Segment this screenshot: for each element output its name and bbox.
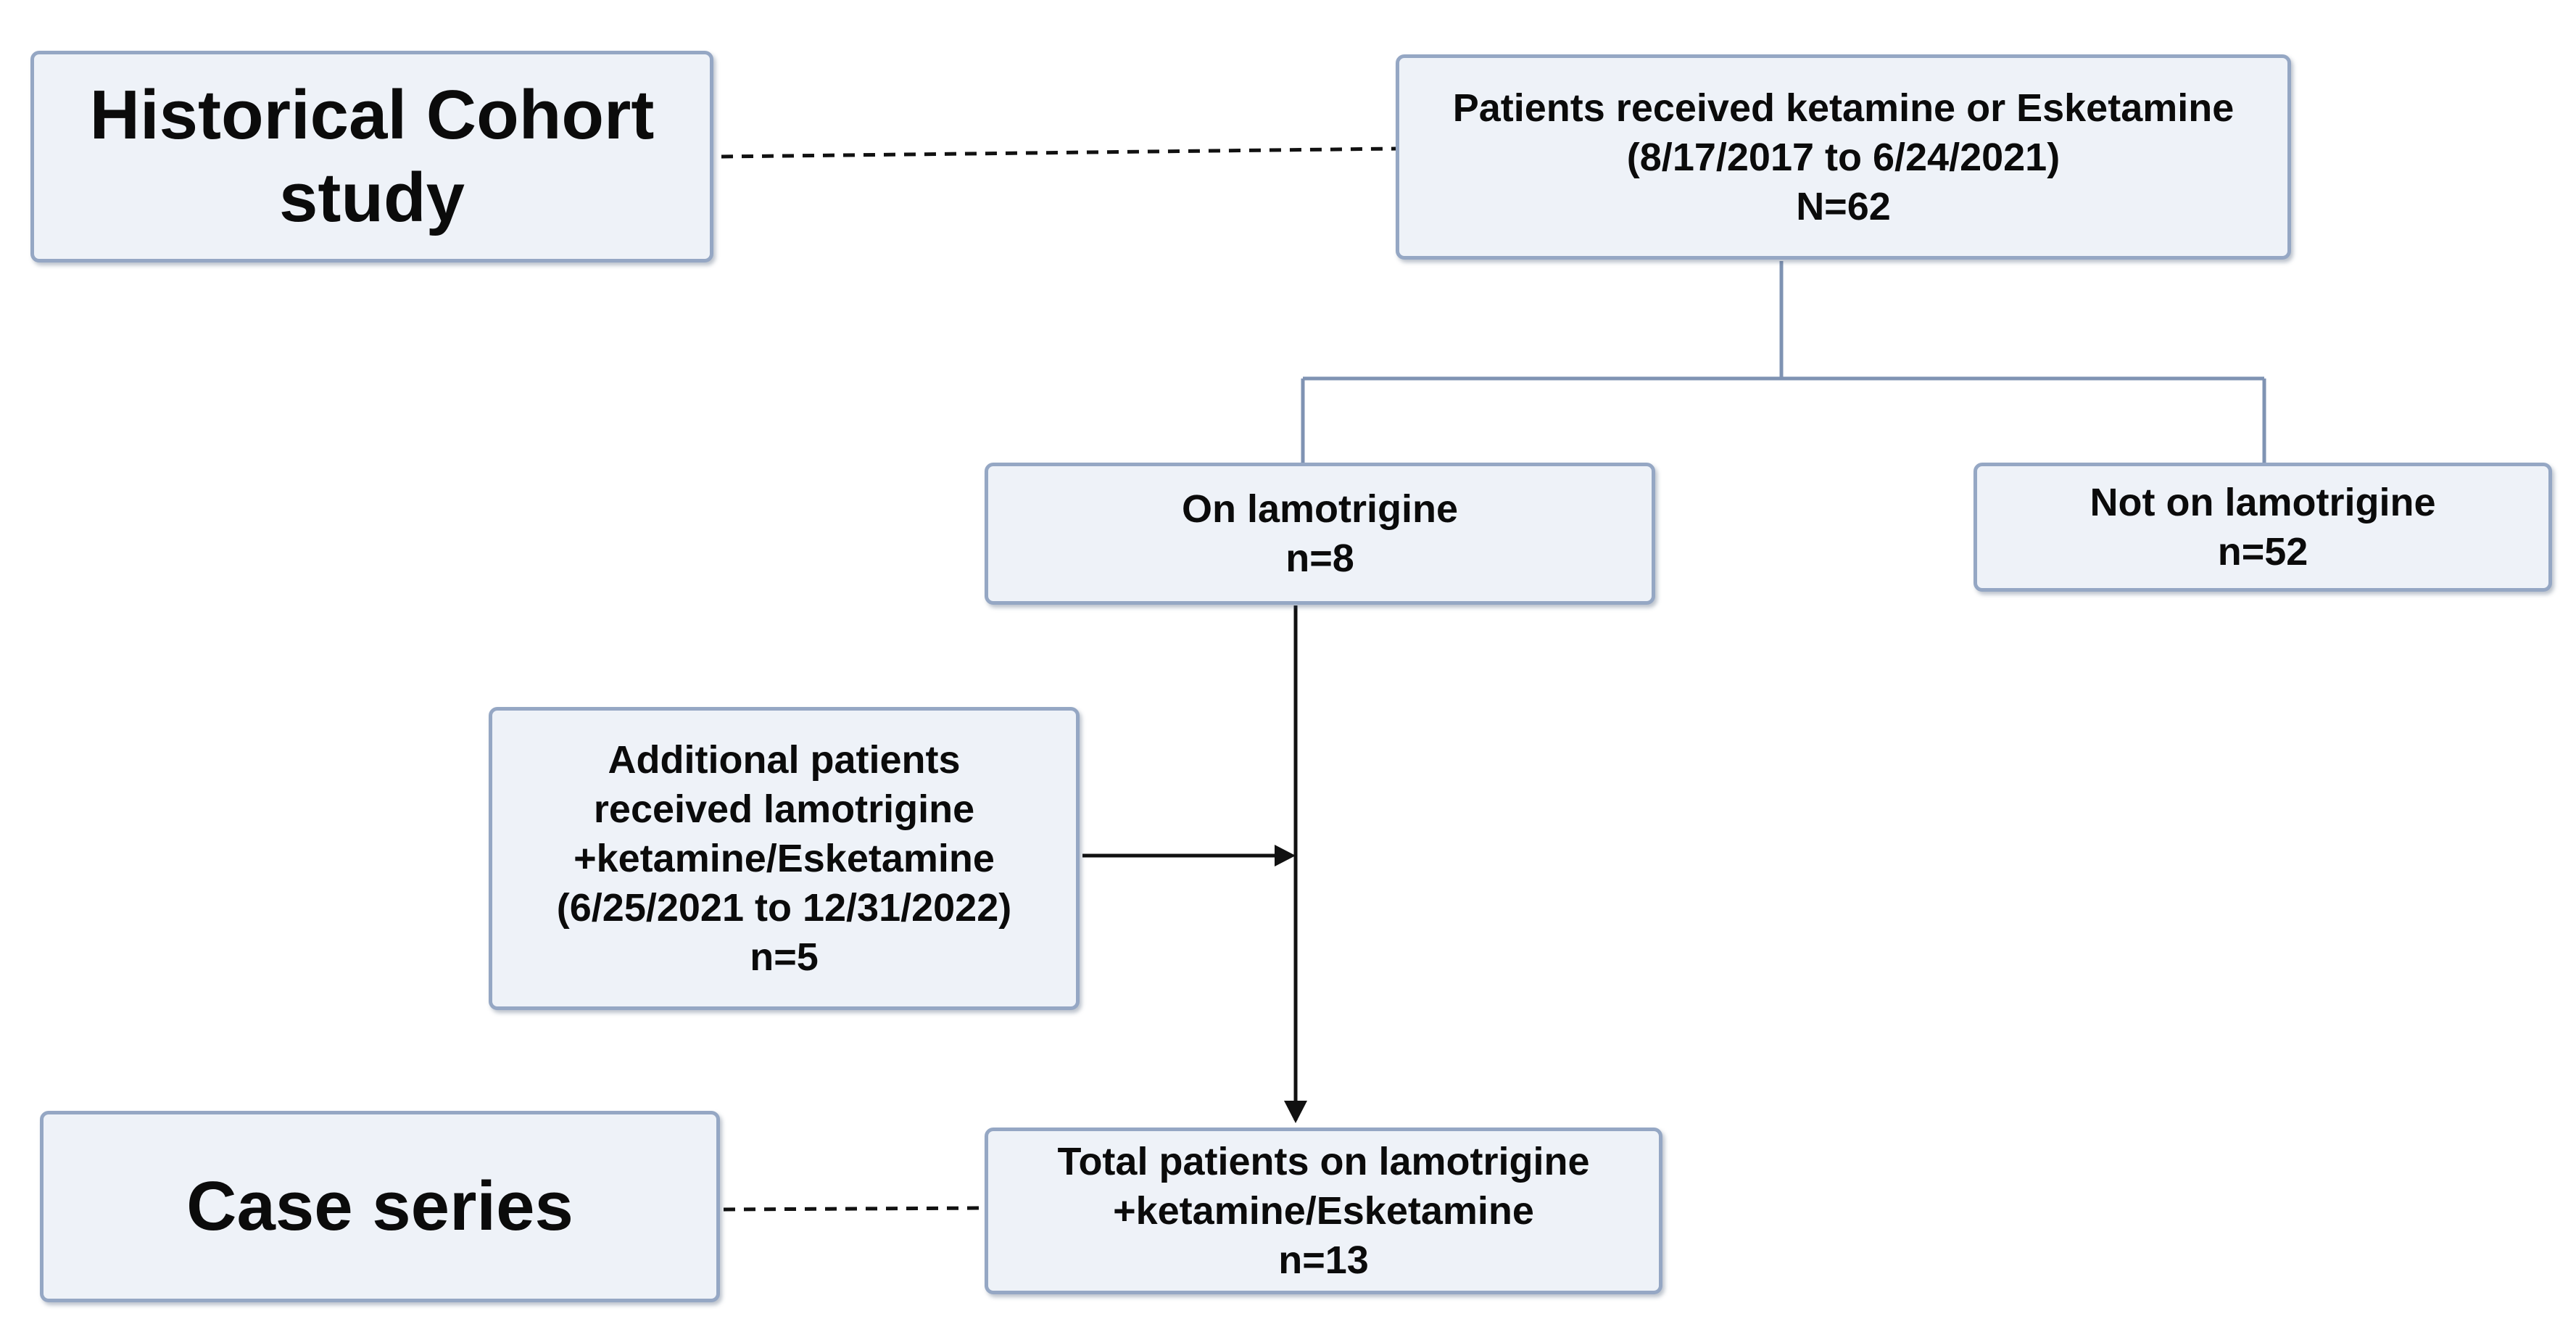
historical-cohort-study-label: Historical Cohort study (30, 51, 713, 262)
patients-received-line-2: (8/17/2017 to 6/24/2021) (1626, 135, 2061, 179)
total-patients-line-3: n=13 (1278, 1238, 1369, 1282)
on-lamotrigine-line-1: On lamotrigine (1181, 487, 1459, 531)
patients-received-line-3: N=62 (1796, 184, 1891, 228)
additional-patients-line-3: +ketamine/Esketamine (573, 837, 995, 880)
not-on-lamotrigine-line-2: n=52 (2217, 530, 2308, 574)
patients-received-ketamine-box: Patients received ketamine or Esketamine… (1396, 54, 2291, 260)
case-series-dashed-connector (723, 1206, 987, 1212)
additional-patients-box: Additional patients received lamotrigine… (489, 707, 1080, 1010)
additional-patients-line-1: Additional patients (608, 738, 961, 782)
case-series-label: Case series (40, 1111, 720, 1302)
additional-patients-line-5: n=5 (750, 935, 819, 979)
additional-patients-line-4: (6/25/2021 to 12/31/2022) (556, 886, 1012, 930)
historical-cohort-line-1: Historical Cohort (89, 76, 655, 154)
main-flow-arrowhead (1284, 1101, 1307, 1123)
historical-cohort-dashed-connector (721, 146, 1396, 159)
patients-received-line-1: Patients received ketamine or Esketamine (1452, 86, 2235, 130)
historical-cohort-line-2: study (278, 159, 465, 236)
total-patients-line-1: Total patients on lamotrigine (1057, 1140, 1590, 1183)
total-patients-box: Total patients on lamotrigine +ketamine/… (985, 1128, 1662, 1294)
total-patients-line-2: +ketamine/Esketamine (1113, 1189, 1534, 1233)
split-tree-connector (1301, 261, 2266, 464)
additional-patients-line-2: received lamotrigine (593, 787, 975, 831)
not-on-lamotrigine-box: Not on lamotrigine n=52 (1974, 463, 2552, 592)
additional-patients-arrowhead (1275, 845, 1296, 866)
on-lamotrigine-line-2: n=8 (1285, 537, 1354, 580)
on-lamotrigine-box: On lamotrigine n=8 (985, 463, 1655, 605)
not-on-lamotrigine-line-1: Not on lamotrigine (2090, 481, 2436, 524)
case-series-text: Case series (186, 1167, 573, 1245)
